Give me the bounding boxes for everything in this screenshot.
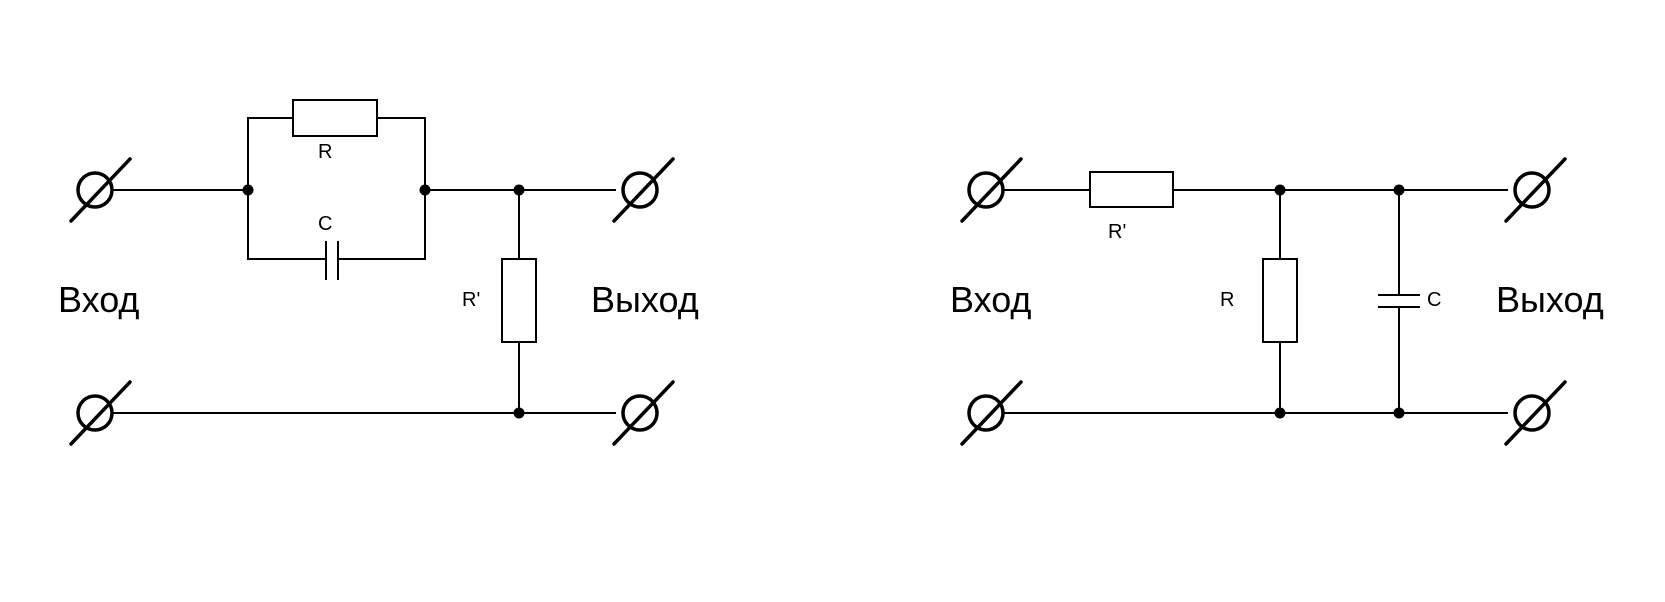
left-node-shunt-top: [513, 184, 525, 196]
right-capacitor-c: [1378, 294, 1420, 308]
left-wire-parallel-bottom-right: [337, 189, 426, 260]
right-input-terminal-top: [960, 157, 1023, 223]
right-resistor-r: [1262, 258, 1298, 343]
right-resistor-r-prime: [1089, 171, 1174, 208]
right-node-c-bottom: [1393, 407, 1405, 419]
right-node-c-top: [1393, 184, 1405, 196]
left-input-terminal-top: [69, 157, 132, 223]
right-input-label: Вход: [950, 279, 1031, 320]
right-input-terminal-bottom: [960, 380, 1023, 446]
right-resistor-r-prime-label: R': [1108, 221, 1126, 243]
left-circuit: R C R' Вход: [58, 99, 699, 446]
left-capacitor-c: [325, 241, 339, 280]
left-output-terminal-bottom: [612, 380, 675, 446]
left-resistor-r-prime-label: R': [462, 289, 480, 311]
left-node-parallel-in: [242, 184, 254, 196]
left-resistor-r: [292, 99, 378, 137]
right-circuit: R' R C Вход: [950, 157, 1604, 446]
right-output-terminal-top: [1504, 157, 1567, 223]
right-output-terminal-bottom: [1504, 380, 1567, 446]
left-resistor-r-label: R: [318, 141, 332, 163]
right-output-label: Выход: [1496, 279, 1604, 320]
left-capacitor-c-label: C: [318, 213, 332, 235]
left-node-shunt-bottom: [513, 407, 525, 419]
right-capacitor-c-label: C: [1427, 289, 1441, 311]
right-resistor-r-label: R: [1220, 289, 1234, 311]
left-output-terminal-top: [612, 157, 675, 223]
left-wire-parallel-bottom: [247, 189, 327, 260]
left-input-label: Вход: [58, 279, 139, 320]
left-output-label: Выход: [591, 279, 699, 320]
right-node-r-bottom: [1274, 407, 1286, 419]
left-wire-parallel-top-right: [376, 117, 426, 191]
left-resistor-r-prime: [501, 258, 537, 343]
left-wire-parallel-top: [247, 117, 294, 191]
left-input-terminal-bottom: [69, 380, 132, 446]
right-node-r-top: [1274, 184, 1286, 196]
left-node-parallel-out: [419, 184, 431, 196]
